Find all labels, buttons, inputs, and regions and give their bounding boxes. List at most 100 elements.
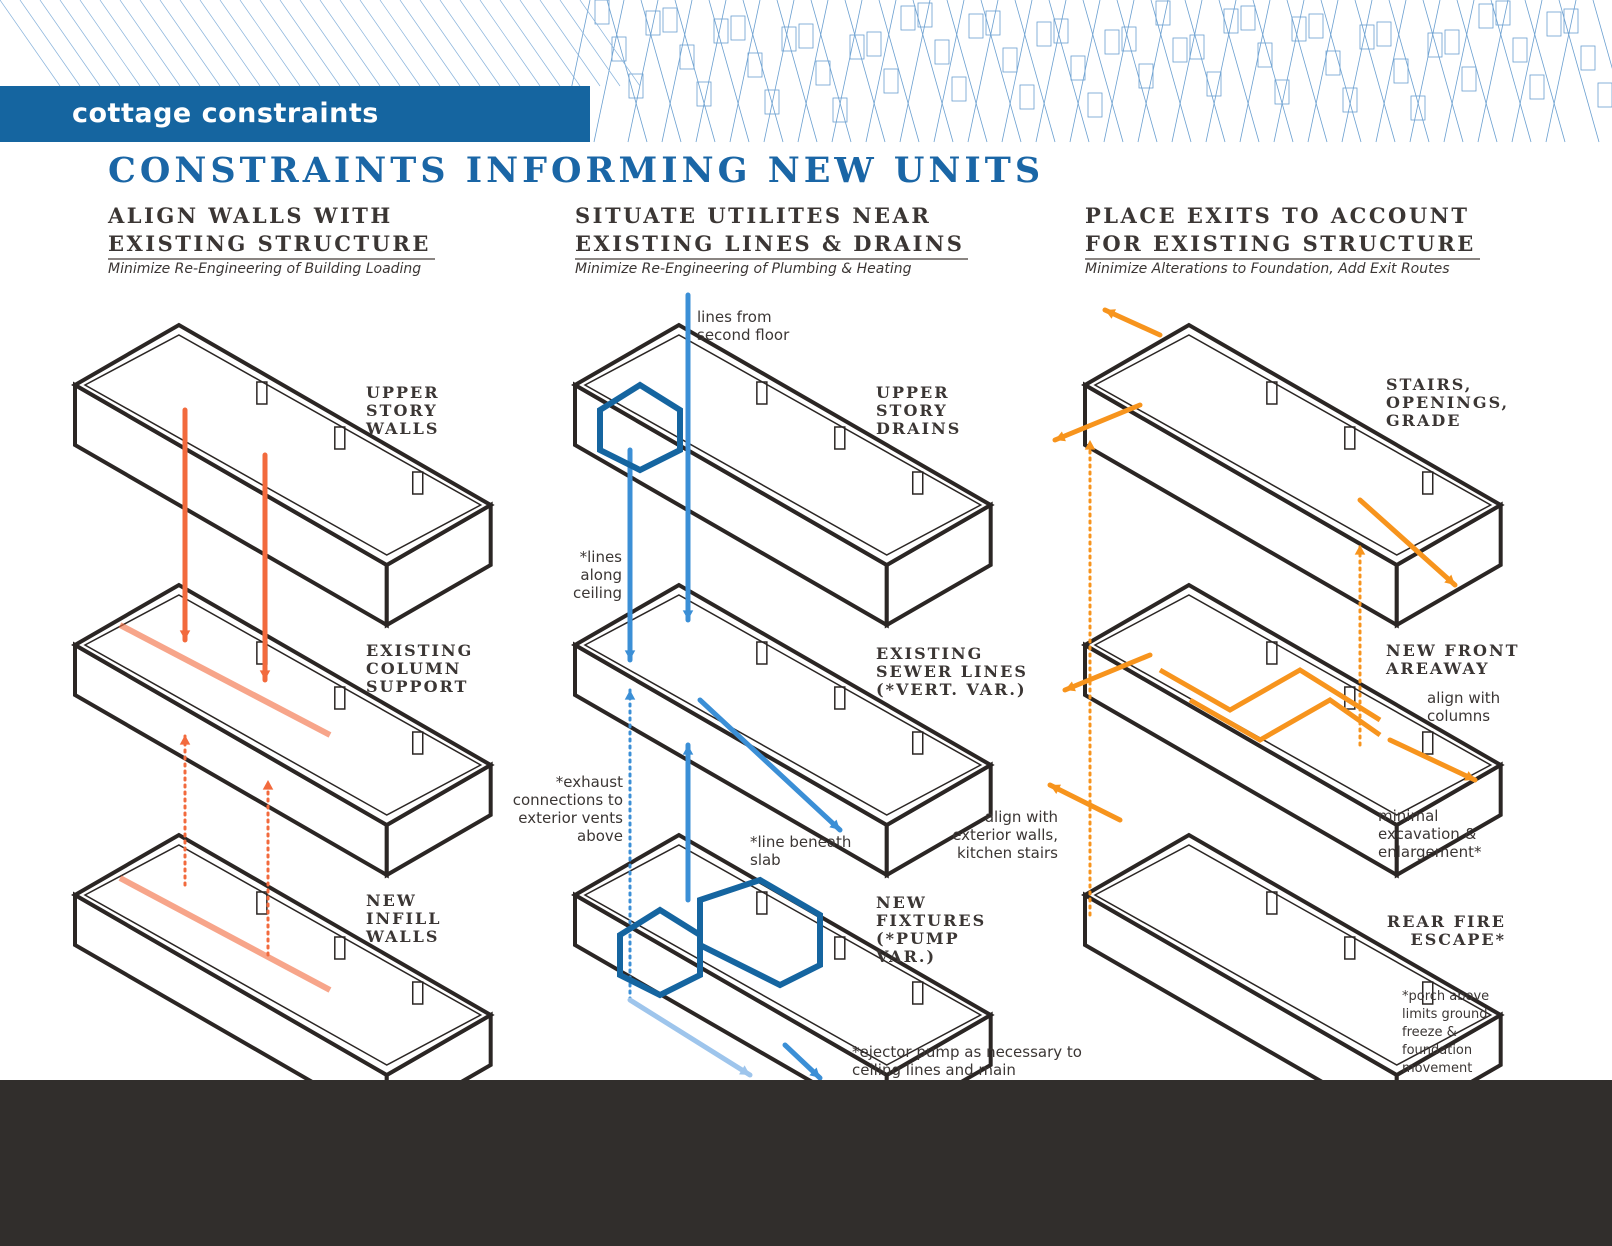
window-sketch — [1053, 18, 1069, 44]
window-sketch — [1155, 0, 1171, 26]
window-sketch — [985, 10, 1001, 36]
drain-arrow-head — [682, 610, 694, 620]
column-subtitle: Minimize Alterations to Foundation, Add … — [1085, 261, 1450, 277]
window — [1421, 981, 1434, 1005]
window-sketch — [764, 89, 780, 115]
window-sketch — [1138, 63, 1154, 89]
window-sketch — [594, 0, 610, 25]
street-sketch-line — [139, 0, 201, 87]
street-sketch-line — [1511, 0, 1543, 143]
street-sketch-line — [1001, 0, 1033, 143]
box-top-outline — [571, 832, 995, 1078]
window-sketch — [1070, 55, 1086, 81]
bathroom-outline — [617, 906, 703, 999]
exit-arrow — [1102, 307, 1163, 338]
street-sketch-line — [259, 0, 321, 87]
box-top-outline — [1081, 832, 1505, 1078]
exit-arrow — [1062, 652, 1153, 693]
street-sketch-line — [1524, 0, 1566, 143]
street-sketch-line — [776, 0, 818, 143]
window-sketch — [1597, 82, 1612, 108]
street-sketch-line — [1116, 0, 1158, 143]
window — [834, 936, 846, 960]
window — [756, 381, 768, 405]
street-sketch-line — [1422, 0, 1464, 143]
window-sketch — [1512, 37, 1528, 63]
street-sketch-line — [539, 0, 601, 87]
window — [411, 731, 424, 755]
exit-arrow — [1052, 402, 1143, 443]
street-sketch-line — [159, 0, 221, 87]
street-sketch-line — [695, 0, 727, 143]
street-sketch-line — [19, 0, 81, 87]
box-inner-floor — [83, 844, 483, 1066]
window — [1266, 641, 1278, 665]
street-sketch-line — [1184, 0, 1226, 143]
street-sketch-line — [627, 0, 659, 143]
street-sketch-line — [1545, 0, 1577, 143]
street-sketch-line — [1320, 0, 1362, 143]
street-sketch-line — [640, 0, 682, 143]
street-sketch-line — [0, 0, 61, 87]
street-sketch-line — [279, 0, 341, 87]
box-top-outline — [1081, 322, 1505, 568]
street-sketch-line — [810, 0, 852, 143]
box-top-outline — [71, 322, 495, 568]
window-sketch — [883, 68, 899, 94]
street-sketch-line — [1218, 0, 1260, 143]
note-minimal-excavation: minimal excavation & enlargement* — [1378, 807, 1482, 861]
street-sketch-line — [1150, 0, 1192, 143]
street-sketch-line — [1252, 0, 1294, 143]
street-sketch-line — [579, 0, 641, 87]
box-inner-floor — [583, 334, 983, 556]
street-sketch-line — [119, 0, 181, 87]
window-sketch — [1495, 0, 1511, 26]
street-sketch-line — [1490, 0, 1532, 143]
beam-highlight — [118, 622, 332, 738]
window — [256, 891, 268, 915]
street-sketch-line — [1307, 0, 1339, 143]
exit-arrow — [1357, 497, 1458, 588]
window — [911, 981, 924, 1005]
window-sketch — [1121, 26, 1137, 52]
slab-arrow — [627, 997, 753, 1078]
window — [334, 686, 346, 710]
section-label: cottage constraints — [72, 98, 379, 129]
window-sketch — [1172, 37, 1188, 63]
street-sketch-line — [179, 0, 241, 87]
exit-arrow-dotted-head — [1354, 545, 1366, 555]
window-sketch — [747, 52, 763, 78]
window-sketch — [798, 23, 814, 49]
street-sketch-line — [1103, 0, 1135, 143]
window — [411, 471, 424, 495]
street-sketch-line — [1592, 0, 1612, 69]
street-sketch-line — [199, 0, 261, 87]
street-sketch-line — [359, 0, 421, 87]
street-sketch-line — [912, 0, 954, 143]
note-align-exterior-walls: align with exterior walls, kitchen stair… — [952, 808, 1058, 862]
street-sketch-line — [593, 0, 625, 143]
label-new-front-areaway: NEW FRONT AREAWAY — [1386, 641, 1520, 678]
beam-highlight — [118, 875, 332, 993]
street-sketch-line — [1354, 0, 1396, 143]
window-sketch — [968, 13, 984, 39]
window-sketch — [815, 60, 831, 86]
street-sketch-line — [1456, 0, 1498, 143]
street-sketch-line — [219, 0, 281, 87]
column-subtitle: Minimize Re-Engineering of Plumbing & He… — [575, 261, 912, 277]
exit-arrow — [1047, 782, 1123, 823]
note-exhaust-connections: *exhaust connections to exterior vents a… — [512, 773, 623, 845]
heading-line: PLACE EXITS TO ACCOUNT — [1085, 203, 1470, 228]
exhaust-arrow-head — [624, 690, 636, 700]
window — [756, 891, 768, 915]
window — [411, 981, 424, 1005]
street-sketch-line — [99, 0, 161, 87]
box-top-outline — [571, 582, 995, 828]
street-sketch-line — [865, 0, 897, 143]
street-sketch-line — [1443, 0, 1475, 143]
window-sketch — [713, 18, 729, 44]
window-sketch — [1206, 71, 1222, 97]
street-sketch-line — [1341, 0, 1373, 143]
